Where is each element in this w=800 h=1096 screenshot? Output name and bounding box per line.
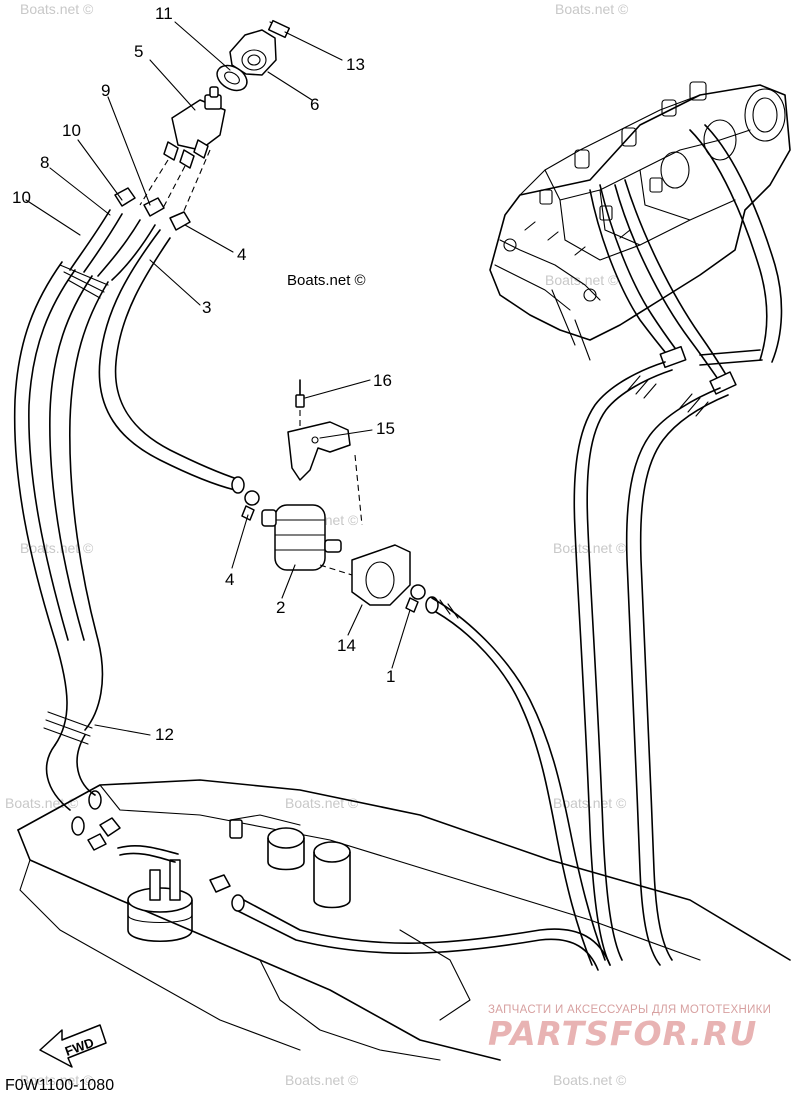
- watermark: Boats.net ©: [553, 540, 627, 556]
- callout-11: 12: [155, 725, 174, 744]
- callout-6: 6: [310, 95, 319, 114]
- fuel-filter-assembly: [261, 379, 411, 606]
- callout-5: 5: [134, 42, 143, 61]
- watermark: Boats.net ©: [545, 272, 619, 288]
- callout-13: 13: [346, 55, 365, 74]
- watermark: Boats.net ©: [553, 795, 627, 811]
- shop-tagline: ЗАПЧАСТИ И АКСЕССУАРЫ ДЛЯ МОТОТЕХНИКИ: [488, 1004, 771, 1016]
- hose-clamps-top: [114, 187, 191, 231]
- shop-logo: PARTSFOR.RU: [488, 1014, 757, 1053]
- diagram-code: F0W1100-1080: [5, 1077, 114, 1094]
- fuel-cock-parts: [139, 19, 291, 221]
- callout-8: 9: [101, 81, 110, 100]
- callout-7: 8: [40, 153, 49, 172]
- carburetor-assembly: [489, 81, 791, 361]
- callout-1: 1: [386, 667, 395, 686]
- callout-12: 11: [155, 4, 173, 23]
- callout-15: 15: [376, 419, 395, 438]
- watermark: Boats.net ©: [20, 540, 94, 556]
- watermark: Boats.net ©: [285, 1072, 359, 1088]
- callout-4-top: 4: [237, 245, 246, 264]
- carburetor-fuel-lines: [573, 124, 783, 966]
- callout-16: 16: [373, 371, 392, 390]
- shop-banner: ЗАПЧАСТИ И АКСЕССУАРЫ ДЛЯ МОТОТЕХНИКИ PA…: [488, 1004, 771, 1053]
- callout-14: 14: [337, 636, 356, 655]
- copyright-label: Boats.net ©: [287, 272, 366, 289]
- callout-labels: 11 13 6 5 9 10 8 10 4 3 12 16 15 4 2 14 …: [12, 4, 395, 744]
- hose-clamps-middle: [241, 490, 606, 966]
- leader-lines: [25, 21, 411, 736]
- watermark: Boats.net ©: [20, 1, 94, 17]
- forward-direction-arrow: FWD: [39, 1024, 107, 1068]
- watermark: Boats.net ©: [555, 1, 629, 17]
- callout-10: 10: [62, 121, 81, 140]
- fuel-tank: [17, 734, 791, 1061]
- watermark: Boats.net ©: [553, 1072, 627, 1088]
- callout-3: 3: [202, 298, 211, 317]
- callout-4-middle: 4: [225, 570, 234, 589]
- watermark: Boats.net ©: [20, 1072, 94, 1088]
- callout-2: 2: [276, 598, 285, 617]
- watermark: Boats.net ©: [285, 795, 359, 811]
- hose-bundle-left: [13, 209, 245, 746]
- callout-9: 10: [12, 188, 31, 207]
